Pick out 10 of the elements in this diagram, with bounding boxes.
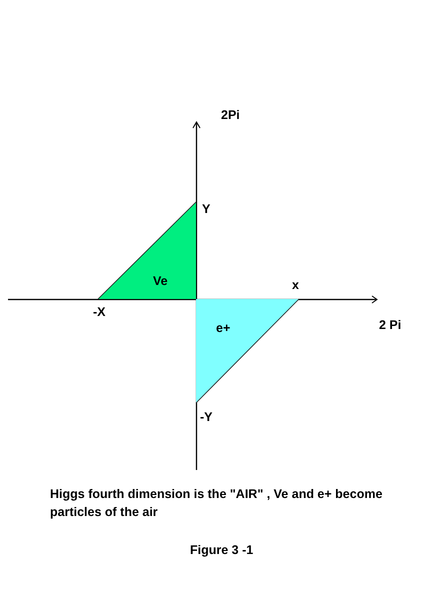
figure-number: Figure 3 -1 [190,544,254,557]
axis-label: -X [93,306,106,319]
caption-text: Higgs fourth dimension is the "AIR" , Ve and e+ become particles of the air [50,486,384,521]
region-label: Ve [153,275,168,288]
axis-label: 2Pi [221,109,240,122]
axis-label: 2 Pi [379,319,402,332]
axis-label: Y [202,203,210,216]
axis-label: x [292,279,299,292]
axis-label: -Y [200,411,212,424]
region-label: e+ [216,322,230,335]
